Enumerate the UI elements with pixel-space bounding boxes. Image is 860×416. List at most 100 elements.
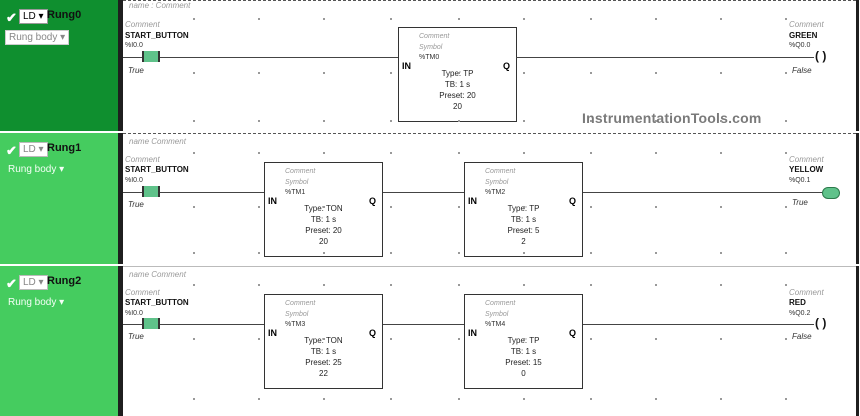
red-coil[interactable]: ( ) [815,316,827,330]
grid-dot [258,338,260,340]
coil-address: %Q0.2 [789,310,811,317]
timer-block-tm1[interactable]: IN Q Comment Symbol %TM1 Type: TON TB: 1… [264,162,383,257]
rung-name-comment[interactable]: name : Comment [129,1,191,10]
ld-dropdown[interactable]: LD ▾ [19,275,48,290]
wire [123,324,143,325]
rung-title: Rung0 [47,9,82,21]
green-coil[interactable]: ( ) [815,49,827,63]
grid-dot [323,338,325,340]
block-input-in: IN [468,196,477,206]
grid-dot [590,338,592,340]
grid-dot [258,252,260,254]
start-button-contact[interactable] [142,318,160,329]
grid-dot [323,284,325,286]
coil-address: %Q0.0 [789,42,811,49]
block-symbol: Symbol [419,44,443,51]
grid-dot [193,338,195,340]
check-icon[interactable]: ✔ [6,143,17,158]
block-type: Type: TON [304,336,343,345]
wire [383,324,465,325]
grid-dot [655,152,657,154]
grid-dot [323,120,325,122]
rung-body-dropdown[interactable]: Rung body ▾ [5,30,70,45]
coil-comment: Comment [789,20,824,29]
wire [123,192,143,193]
contact-state: True [128,332,144,341]
coil-name: YELLOW [789,165,824,174]
yellow-coil-energized[interactable] [822,187,840,199]
rung-body-dropdown[interactable]: Rung body ▾ [8,164,65,175]
block-output-q: Q [568,196,576,206]
grid-dot [655,206,657,208]
rung-1[interactable]: ✔ LD ▾ Rung1 Rung body ▾ name Comment Co… [0,133,860,264]
rung-1-header[interactable]: ✔ LD ▾ Rung1 Rung body ▾ [0,133,118,264]
grid-dot [390,206,392,208]
rung-0-header[interactable]: ✔ LD ▾ Rung0 Rung body ▾ [0,0,118,131]
rung-0[interactable]: ✔ LD ▾ Rung0 Rung body ▾ name : Comment … [0,0,860,131]
grid-dot [590,18,592,20]
grid-dot [655,398,657,400]
rung-body-dropdown[interactable]: Rung body ▾ [8,297,65,308]
contact-comment: Comment [125,20,160,29]
grid-dot [590,120,592,122]
rung-name-comment[interactable]: name Comment [129,137,186,146]
coil-address: %Q0.1 [789,177,811,184]
grid-dot [590,72,592,74]
block-output-q: Q [368,196,376,206]
grid-dot [390,18,392,20]
block-current-value: 2 [521,237,526,246]
block-current-value: 20 [319,237,328,246]
check-icon[interactable]: ✔ [6,10,17,25]
block-tag: %TM4 [485,321,506,328]
grid-dot [258,284,260,286]
grid-dot [390,152,392,154]
timer-block-tm0[interactable]: IN Q Comment Symbol %TM0 Type: TP TB: 1 … [398,27,517,122]
rung-name-comment[interactable]: name Comment [129,270,186,279]
rung-2-header[interactable]: ✔ LD ▾ Rung2 Rung body ▾ [0,266,118,416]
grid-dot [458,338,460,340]
wire [383,192,465,193]
grid-dot [390,252,392,254]
timer-block-tm4[interactable]: IN Q Comment Symbol %TM4 Type: TP TB: 1 … [464,294,583,389]
grid-dot [720,398,722,400]
wire [160,192,265,193]
watermark: InstrumentationTools.com [582,110,762,126]
grid-dot [323,152,325,154]
grid-dot [590,206,592,208]
grid-dot [390,284,392,286]
ld-dropdown[interactable]: LD ▾ [19,142,48,157]
block-tag: %TM0 [419,54,440,61]
grid-dot [655,72,657,74]
wire [583,192,823,193]
grid-dot [655,18,657,20]
rung-title: Rung2 [47,275,82,287]
block-output-q: Q [502,61,510,71]
block-preset: Preset: 20 [439,91,476,100]
block-timebase: TB: 1 s [510,347,537,356]
block-timebase: TB: 1 s [310,347,337,356]
grid-dot [720,206,722,208]
check-icon[interactable]: ✔ [6,276,17,291]
grid-dot [523,72,525,74]
coil-state: False [792,66,812,75]
contact-address: %I0.0 [125,310,143,317]
wire [160,57,400,58]
rung-2[interactable]: ✔ LD ▾ Rung2 Rung body ▾ name Comment Co… [0,266,860,416]
contact-name: START_BUTTON [125,31,189,40]
grid-dot [323,398,325,400]
timer-block-tm3[interactable]: IN Q Comment Symbol %TM3 Type: TON TB: 1… [264,294,383,389]
ld-dropdown[interactable]: LD ▾ [19,9,48,24]
grid-dot [785,120,787,122]
block-comment: Comment [285,168,316,175]
coil-state: False [792,332,812,341]
grid-dot [323,72,325,74]
block-timebase: TB: 1 s [510,215,537,224]
grid-dot [258,72,260,74]
start-button-contact[interactable] [142,51,160,62]
grid-dot [323,18,325,20]
start-button-contact[interactable] [142,186,160,197]
block-output-q: Q [568,328,576,338]
block-comment: Comment [285,300,316,307]
rung-separator [123,0,856,1]
timer-block-tm2[interactable]: IN Q Comment Symbol %TM2 Type: TP TB: 1 … [464,162,583,257]
